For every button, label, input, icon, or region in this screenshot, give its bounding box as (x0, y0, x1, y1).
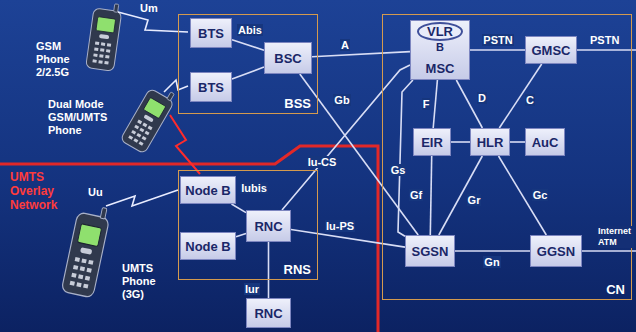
interface-label: D (477, 92, 487, 104)
interface-link (291, 230, 405, 248)
node-label: MSC (426, 61, 455, 76)
node-label: VLR (427, 24, 453, 39)
interface-link (398, 80, 413, 236)
interface-link (470, 49, 525, 51)
node-label: SGSN (412, 244, 449, 259)
hlr-box: HLR (470, 128, 510, 156)
node-label: BSC (274, 51, 301, 66)
interface-label: Abis (237, 24, 263, 36)
text-label: PSTN (590, 34, 619, 47)
node-label: CN (606, 282, 625, 297)
interface-link (430, 156, 431, 235)
interface-label: Gb (333, 94, 350, 106)
interface-link (282, 65, 410, 210)
node-label: Node B (185, 239, 231, 254)
interface-label: Gf (409, 189, 423, 201)
interface-label: PSTN (482, 34, 513, 46)
interface-label: Iur (244, 283, 260, 295)
interface-link (499, 64, 541, 128)
interface-link (433, 80, 437, 128)
node-label: GMSC (532, 43, 571, 58)
text-label: GSM Phone 2/2.5G (36, 40, 78, 79)
interface-link (232, 204, 247, 213)
eir-box: EIR (413, 128, 451, 156)
radio-link (164, 80, 188, 92)
node-label: RNS (284, 262, 311, 277)
ggsn-box: GGSN (530, 235, 582, 267)
interface-label: Iubis (240, 182, 268, 194)
node-b-box: Node B (180, 176, 236, 204)
interface-link (439, 156, 483, 235)
text-label: Dual Mode GSM/UMTS Phone (48, 98, 114, 137)
interface-link (455, 250, 530, 252)
gsm-phone-icon (86, 1, 123, 71)
node-label: BTS (198, 26, 224, 41)
node-label: BTS (198, 80, 224, 95)
text-label: Internet ATM (598, 226, 634, 248)
interface-label: Gr (467, 194, 482, 206)
node-label: AuC (532, 135, 559, 150)
node-label: EIR (421, 135, 443, 150)
rnc-box: RNC (246, 210, 291, 242)
interface-label: F (422, 98, 431, 110)
node-label: GGSN (537, 244, 575, 259)
overlay-boundary (0, 146, 378, 332)
interface-label: C (525, 94, 535, 106)
node-label: RNC (254, 306, 282, 321)
bts-box: BTS (190, 18, 232, 48)
node-label: RNC (254, 219, 282, 234)
interface-link (232, 40, 264, 50)
node-label: HLR (477, 135, 504, 150)
radio-link (170, 115, 200, 174)
gmsc-box: GMSC (525, 36, 577, 64)
sgsn-box: SGSN (405, 235, 455, 267)
vlr-ellipse: VLR (417, 22, 463, 41)
umts-phone-icon (61, 203, 111, 298)
node-label: BSS (284, 96, 311, 111)
interface-label: Gc (532, 189, 549, 201)
core-network-container: CN MSC VLR GMSC EIR HLR AuC SGSN GGSN (382, 14, 632, 300)
dual-mode-phone-icon (120, 82, 178, 154)
text-label: Um (140, 2, 158, 15)
interface-label: A (340, 39, 350, 51)
node-b-box: Node B (180, 232, 236, 260)
internet-link (582, 250, 636, 252)
text-label: UMTS Overlay Network (10, 170, 72, 212)
radio-link (106, 190, 178, 206)
node-label: Node B (185, 183, 231, 198)
interface-link (456, 80, 482, 128)
interface-label: Gs (390, 164, 407, 176)
interface-label: Gn (483, 256, 500, 268)
interface-link (510, 141, 525, 143)
interface-label: Iu-PS (325, 220, 355, 232)
text-label: UMTS Phone (3G) (122, 262, 162, 301)
interface-link (312, 52, 410, 57)
interface-link (451, 141, 470, 143)
text-label: B (436, 41, 444, 54)
text-label: Uu (88, 186, 103, 199)
bsc-box: BSC (264, 42, 312, 74)
interface-label: Iu-CS (307, 156, 338, 168)
interface-link (236, 233, 246, 236)
pstn-link (577, 49, 636, 51)
interface-link (268, 242, 270, 298)
auc-box: AuC (525, 128, 565, 156)
rnc-box: RNC (246, 298, 291, 328)
bts-box: BTS (190, 72, 232, 102)
interface-link (232, 67, 264, 79)
